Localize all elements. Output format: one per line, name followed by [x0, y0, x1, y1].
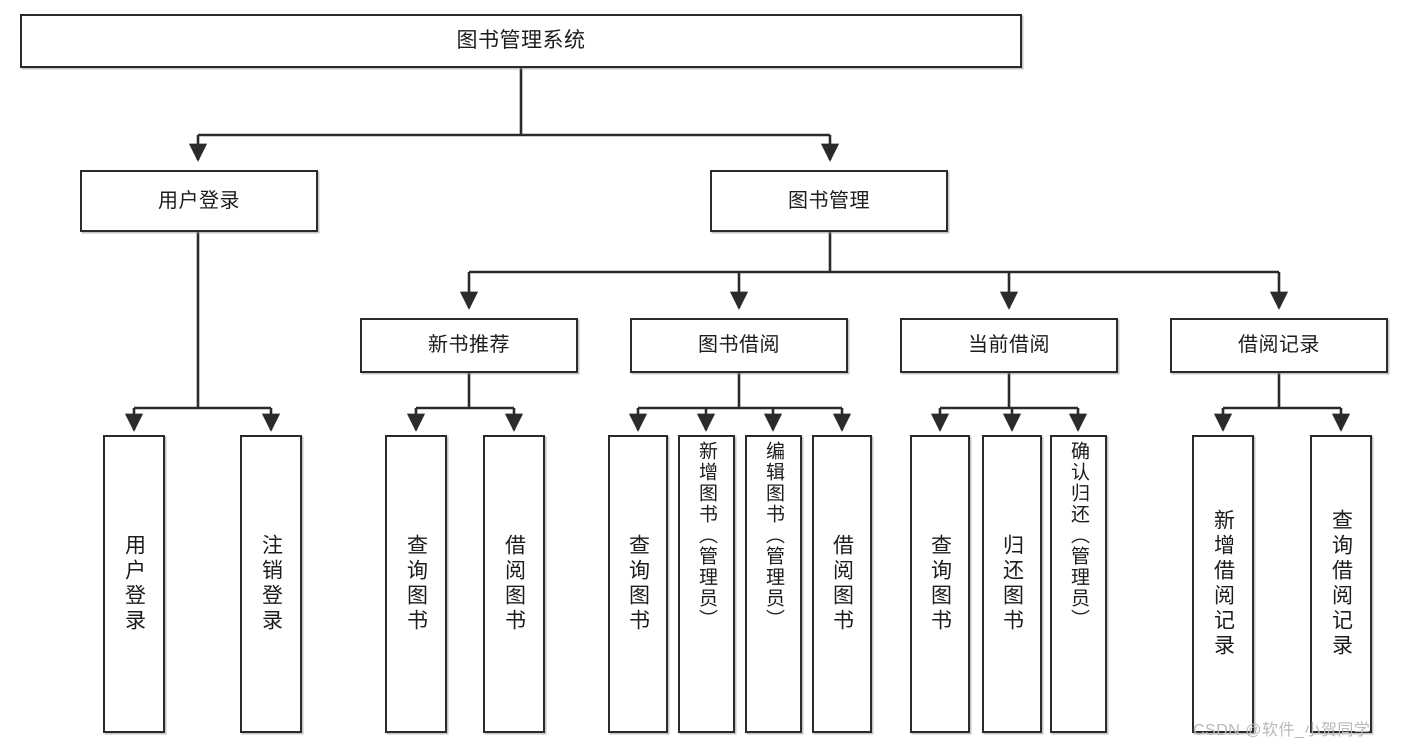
node-leaf-cur-confirm-return[interactable]: 确认归还（管理员） — [1050, 435, 1107, 733]
node-leaf-rec-query-book[interactable]: 查询图书 — [385, 435, 447, 733]
node-book-manage[interactable]: 图书管理 — [710, 170, 948, 232]
node-new-book-rec[interactable]: 新书推荐 — [360, 318, 578, 373]
node-label: 借阅记录 — [1238, 334, 1320, 356]
node-leaf-user-login[interactable]: 用户登录 — [103, 435, 165, 733]
node-label: 查询图书 — [928, 534, 952, 634]
node-label: 查询图书 — [626, 534, 650, 634]
node-label: 用户登录 — [122, 534, 146, 634]
node-label: 新增图书（管理员） — [696, 441, 717, 630]
node-borrow-record[interactable]: 借阅记录 — [1170, 318, 1388, 373]
node-label: 归还图书 — [1000, 534, 1024, 634]
node-label: 注销登录 — [259, 534, 283, 634]
node-label: 确认归还（管理员） — [1068, 441, 1089, 630]
node-label: 用户登录 — [158, 189, 240, 212]
node-label: 新增借阅记录 — [1211, 509, 1235, 659]
node-book-borrow[interactable]: 图书借阅 — [630, 318, 848, 373]
node-leaf-user-logout[interactable]: 注销登录 — [240, 435, 302, 733]
node-label: 查询借阅记录 — [1329, 509, 1353, 659]
node-label: 当前借阅 — [968, 334, 1050, 356]
node-current-borrow[interactable]: 当前借阅 — [900, 318, 1118, 373]
node-label: 借阅图书 — [502, 534, 526, 634]
node-label: 图书借阅 — [698, 334, 780, 356]
watermark: CSDN @软件_小贺同学 — [1193, 722, 1371, 739]
node-leaf-cur-return-book[interactable]: 归还图书 — [982, 435, 1042, 733]
node-leaf-rec-add-record[interactable]: 新增借阅记录 — [1192, 435, 1254, 733]
node-leaf-cur-query-book[interactable]: 查询图书 — [910, 435, 970, 733]
node-leaf-borrow-borrow-book[interactable]: 借阅图书 — [812, 435, 872, 733]
node-leaf-rec-borrow-book[interactable]: 借阅图书 — [483, 435, 545, 733]
node-label: 新书推荐 — [428, 334, 510, 356]
node-label: 查询图书 — [404, 534, 428, 634]
node-user-login[interactable]: 用户登录 — [80, 170, 318, 232]
node-leaf-borrow-add-book[interactable]: 新增图书（管理员） — [678, 435, 735, 733]
node-leaf-borrow-edit-book[interactable]: 编辑图书（管理员） — [745, 435, 802, 733]
node-root[interactable]: 图书管理系统 — [20, 14, 1022, 68]
node-label: 借阅图书 — [830, 534, 854, 634]
node-leaf-borrow-query-book[interactable]: 查询图书 — [608, 435, 668, 733]
node-label: 编辑图书（管理员） — [763, 441, 784, 630]
node-label: 图书管理系统 — [456, 28, 586, 52]
node-leaf-rec-query-record[interactable]: 查询借阅记录 — [1310, 435, 1372, 733]
node-label: 图书管理 — [788, 189, 870, 212]
